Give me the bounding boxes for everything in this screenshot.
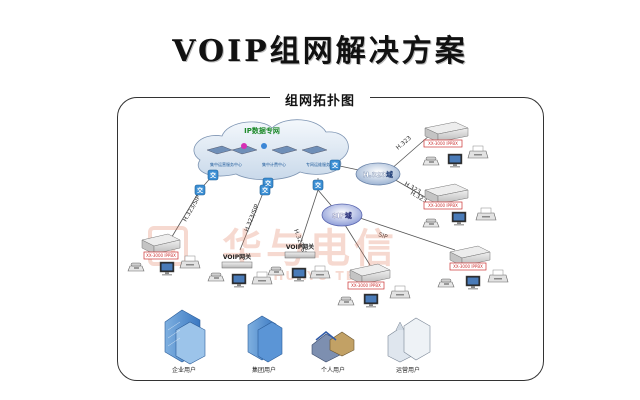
voip-gateway-label: VOIP网关 <box>286 243 314 251</box>
link-label-sip: SIP <box>377 231 388 241</box>
group-building-icon <box>247 315 283 363</box>
voip-gateway-label: VOIP网关 <box>223 253 251 261</box>
ip-network-label: IP数据专网 <box>244 126 280 135</box>
user-label-operator: 运营用户 <box>396 366 420 374</box>
h323-domain-label: H.323域 <box>363 170 393 179</box>
user-label-personal: 个人用户 <box>321 366 345 374</box>
link-label-h323: H.323 <box>395 135 413 152</box>
enterprise-building-icon <box>164 309 206 365</box>
ip-network-cloud <box>193 119 349 181</box>
ip-center-label-3: 专网运维服务 <box>306 161 330 167</box>
pbx-device: XX-3000 IPPBX <box>423 121 469 148</box>
switch-glyph: 交 <box>197 187 203 195</box>
switch-glyph: 交 <box>210 172 216 180</box>
pbx-device: XX-3000 IPPBX <box>347 263 391 290</box>
ip-center-label-2: 集中计费中心 <box>262 161 286 167</box>
pbx-device: XX-3000 IPPBX <box>423 183 469 210</box>
personal-houses-icon <box>311 331 355 363</box>
ip-center-label-1: 集中运营服务中心 <box>210 161 242 167</box>
sip-domain-label: SIP域 <box>332 211 352 220</box>
operator-buildings-icon <box>387 317 431 363</box>
frame-title: 组网拓扑图 <box>270 90 370 109</box>
switch-glyph: 交 <box>262 187 268 195</box>
link-label-h323-sip: H.323/SIP <box>182 194 203 223</box>
voip-gateway: VOIP网关 <box>284 243 316 259</box>
voip-gateway: VOIP网关 <box>221 253 253 269</box>
sip-domain-cloud <box>321 203 363 227</box>
pbx-label: XX-3000 IPPBX <box>428 141 458 146</box>
pbx-device: XX-3000 IPPBX <box>449 245 491 271</box>
switch-glyph: 交 <box>332 162 338 170</box>
page-title: VOIP组网解决方案 <box>172 34 468 69</box>
user-label-group: 集团用户 <box>252 366 276 374</box>
h323-domain-cloud <box>355 162 401 186</box>
pbx-label: XX-3000 IPPBX <box>146 253 176 258</box>
switch-glyph: 交 <box>315 182 321 190</box>
switch-glyph: 交 <box>265 180 271 188</box>
pbx-label: XX-3000 IPPBX <box>351 283 381 288</box>
user-label-enterprise: 企业用户 <box>172 366 196 374</box>
pbx-device: XX-3000 IPPBX <box>141 233 181 260</box>
pbx-label: XX-3000 IPPBX <box>428 203 458 208</box>
pbx-label: XX-3000 IPPBX <box>453 264 483 269</box>
